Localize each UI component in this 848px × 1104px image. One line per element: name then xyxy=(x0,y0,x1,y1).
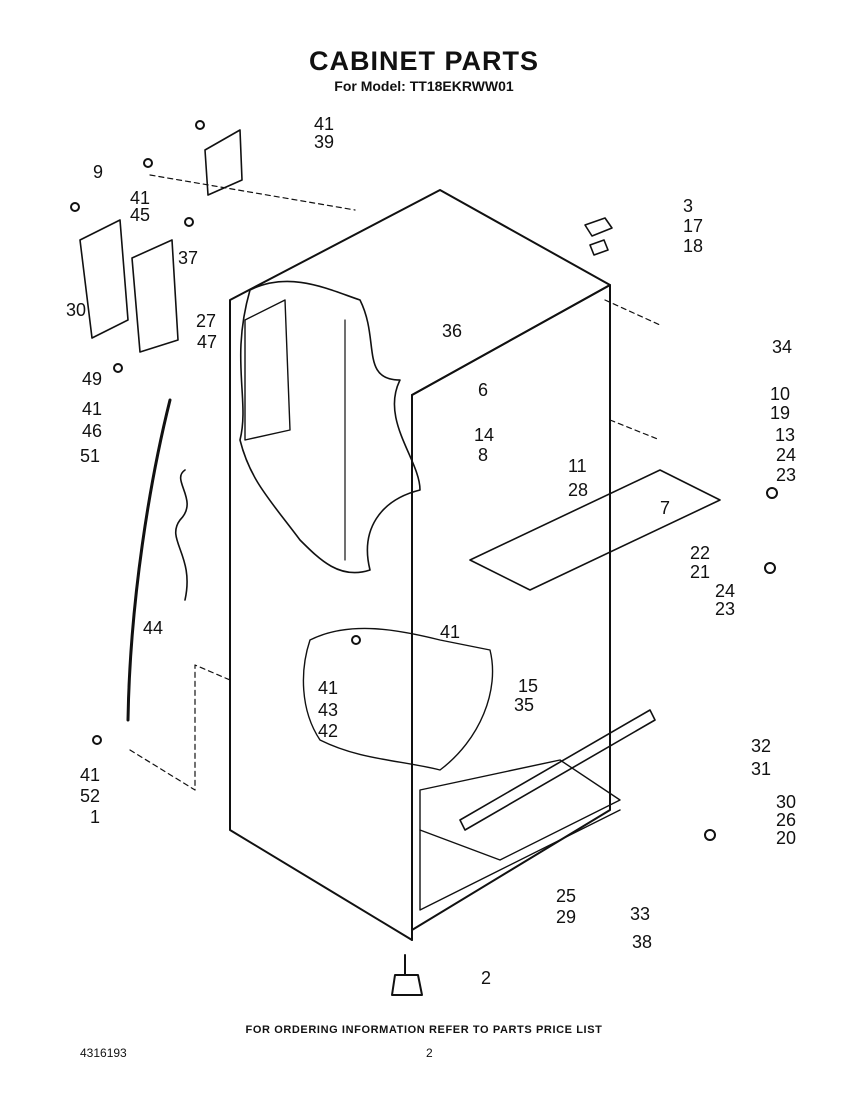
callout-33: 33 xyxy=(630,904,650,924)
crisper-floor xyxy=(419,759,621,861)
shelf-rail xyxy=(469,469,721,591)
callout-13: 13 xyxy=(775,425,795,445)
callout-41: 41 xyxy=(130,188,150,208)
callout-38: 38 xyxy=(632,932,652,952)
callout-27: 27 xyxy=(196,311,216,331)
callout-44: 44 xyxy=(143,618,163,638)
document-number: 4316193 xyxy=(80,1046,127,1060)
callout-15: 15 xyxy=(518,676,538,696)
callout-24: 24 xyxy=(715,581,735,601)
cutaway-lower xyxy=(302,627,494,771)
cutaway-upper xyxy=(239,280,421,574)
callout-34: 34 xyxy=(772,337,792,357)
callout-20: 20 xyxy=(776,828,796,848)
callout-32: 32 xyxy=(751,736,771,756)
callout-37: 37 xyxy=(178,248,198,268)
callout-41: 41 xyxy=(314,114,334,134)
cabinet-right-side xyxy=(411,284,611,931)
callout-51: 51 xyxy=(80,446,100,466)
callout-31: 31 xyxy=(751,759,771,779)
callout-46: 46 xyxy=(82,421,102,441)
callout-22: 22 xyxy=(690,543,710,563)
callout-2: 2 xyxy=(481,968,491,988)
callout-23: 23 xyxy=(776,465,796,485)
callout-26: 26 xyxy=(776,810,796,830)
callout-17: 17 xyxy=(683,216,703,236)
callout-39: 39 xyxy=(314,132,334,152)
callout-9: 9 xyxy=(93,162,103,182)
callout-3: 3 xyxy=(683,196,693,216)
callout-23: 23 xyxy=(715,599,735,619)
callout-49: 49 xyxy=(82,369,102,389)
callout-labels: 4139941453730274749414651443171834366148… xyxy=(66,114,796,988)
callout-24: 24 xyxy=(776,445,796,465)
page-title: CABINET PARTS xyxy=(308,46,539,76)
callout-43: 43 xyxy=(318,700,338,720)
callout-19: 19 xyxy=(770,403,790,423)
callout-28: 28 xyxy=(568,480,588,500)
callout-41: 41 xyxy=(82,399,102,419)
callout-7: 7 xyxy=(660,498,670,518)
callout-14: 14 xyxy=(474,425,494,445)
callout-35: 35 xyxy=(514,695,534,715)
callout-30: 30 xyxy=(66,300,86,320)
callout-21: 21 xyxy=(690,562,710,582)
drain-tube xyxy=(126,398,172,722)
callout-10: 10 xyxy=(770,384,790,404)
callout-41: 41 xyxy=(318,678,338,698)
top-hinge xyxy=(584,217,613,237)
callout-47: 47 xyxy=(197,332,217,352)
page-number: 2 xyxy=(426,1046,433,1060)
callout-18: 18 xyxy=(683,236,703,256)
callout-8: 8 xyxy=(478,445,488,465)
callout-36: 36 xyxy=(442,321,462,341)
callout-11: 11 xyxy=(568,456,587,476)
panel-27 xyxy=(131,239,179,353)
panel-49 xyxy=(79,219,129,339)
power-cord xyxy=(174,469,188,601)
cover-plate-39 xyxy=(204,129,243,196)
callout-6: 6 xyxy=(478,380,488,400)
ordering-note: FOR ORDERING INFORMATION REFER TO PARTS … xyxy=(245,1024,603,1036)
callout-25: 25 xyxy=(556,886,576,906)
lower-rail xyxy=(459,709,656,831)
callout-42: 42 xyxy=(318,721,338,741)
callout-29: 29 xyxy=(556,907,576,927)
callout-52: 52 xyxy=(80,786,100,806)
callout-41: 41 xyxy=(80,765,100,785)
callout-30: 30 xyxy=(776,792,796,812)
leveling-leg xyxy=(391,974,423,996)
callout-1: 1 xyxy=(90,807,100,827)
model-subtitle: For Model: TT18EKRWW01 xyxy=(334,78,514,94)
callout-41: 41 xyxy=(440,622,460,642)
callout-45: 45 xyxy=(130,205,150,225)
